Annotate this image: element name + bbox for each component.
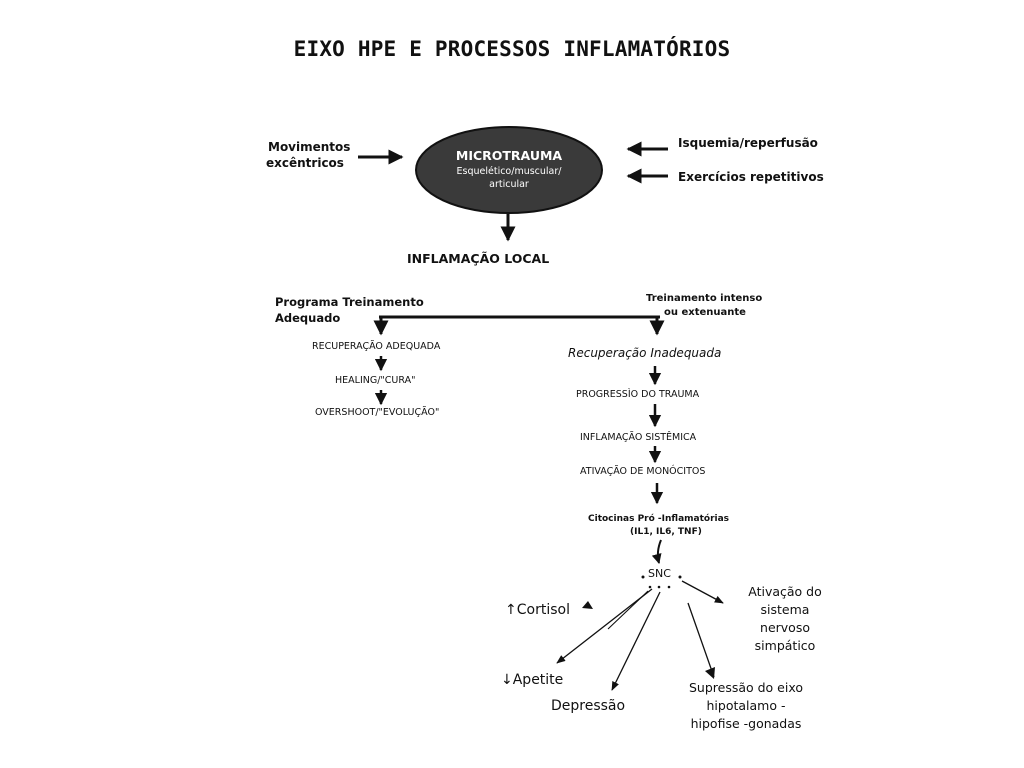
suppression-label-1: Supressão do eixo [688, 680, 804, 695]
left-step-recovery: RECUPERAÇÃO ADEQUADA [312, 341, 441, 352]
right-branch-heading-1: Treinamento intenso [646, 293, 763, 304]
cytokines-label-1: Citocinas Pró -Inflamatórias [588, 514, 730, 524]
depression-label: Depressão [551, 698, 626, 714]
cause-repetitive: Exercícios repetitivos [678, 170, 824, 184]
right-recovery-label: Recuperação Inadequada [568, 346, 722, 360]
right-branch-heading-2: ou extenuante [664, 307, 746, 318]
right-step-progression: PROGRESSÌO DO TRAUMA [576, 389, 700, 400]
cortisol-connector [607, 590, 649, 630]
arrow-snc-to-sympathetic [681, 580, 724, 604]
suppression-arrowhead [705, 667, 715, 679]
local-inflammation-label: INFLAMAÇÃO LOCAL [407, 251, 550, 266]
cause-eccentric-line2: excêntricos [266, 156, 344, 170]
sympathetic-label-3: nervoso [760, 620, 810, 635]
page-title: EIXO HPE E PROCESSOS INFLAMATÓRIOS [293, 37, 731, 61]
right-step-monocytes: ATIVAÇÃO DE MONÓCITOS [580, 466, 706, 477]
sympathetic-label-4: simpático [754, 638, 816, 653]
sympathetic-label-2: sistema [760, 602, 810, 617]
arrow-snc-to-depression [611, 591, 661, 691]
microtrauma-subtitle-2: articular [489, 179, 529, 190]
snc-dot [657, 585, 661, 589]
suppression-label-2: hipotalamo - [706, 698, 786, 713]
snc-label: SNC [648, 567, 671, 580]
suppression-label-3: hipofise -gonadas [690, 716, 802, 731]
microtrauma-title: MICROTRAUMA [455, 148, 563, 163]
arrow-snc-to-suppression [687, 602, 715, 678]
sympathetic-label-1: Ativação do [748, 584, 822, 599]
microtrauma-node [415, 126, 603, 214]
left-branch-heading-1: Programa Treinamento [275, 295, 424, 309]
cortisol-label: ↑Cortisol [505, 602, 570, 618]
arrow-cytokines-to-snc [651, 539, 662, 564]
appetite-label: ↓Apetite [501, 672, 564, 688]
snc-dot [648, 585, 652, 589]
snc-dot [678, 575, 682, 579]
snc-dot [641, 575, 645, 579]
right-step-systemic-inflammation: INFLAMAÇÃO SISTÊMICA [580, 432, 697, 443]
cytokines-label-2: (IL1, IL6, TNF) [630, 527, 702, 537]
left-branch-heading-2: Adequado [275, 311, 341, 325]
arrow-snc-to-appetite [556, 588, 653, 664]
cortisol-arrowhead [582, 601, 593, 609]
cause-ischemia: Isquemia/reperfusão [678, 136, 818, 150]
left-step-healing: HEALING/"CURA" [335, 375, 416, 386]
snc-dot [667, 585, 671, 589]
microtrauma-subtitle-1: Esquelético/muscular/ [456, 166, 562, 177]
cause-eccentric-line1: Movimentos [268, 140, 351, 154]
left-step-overshoot: OVERSHOOT/"EVOLUÇÃO" [315, 407, 440, 418]
